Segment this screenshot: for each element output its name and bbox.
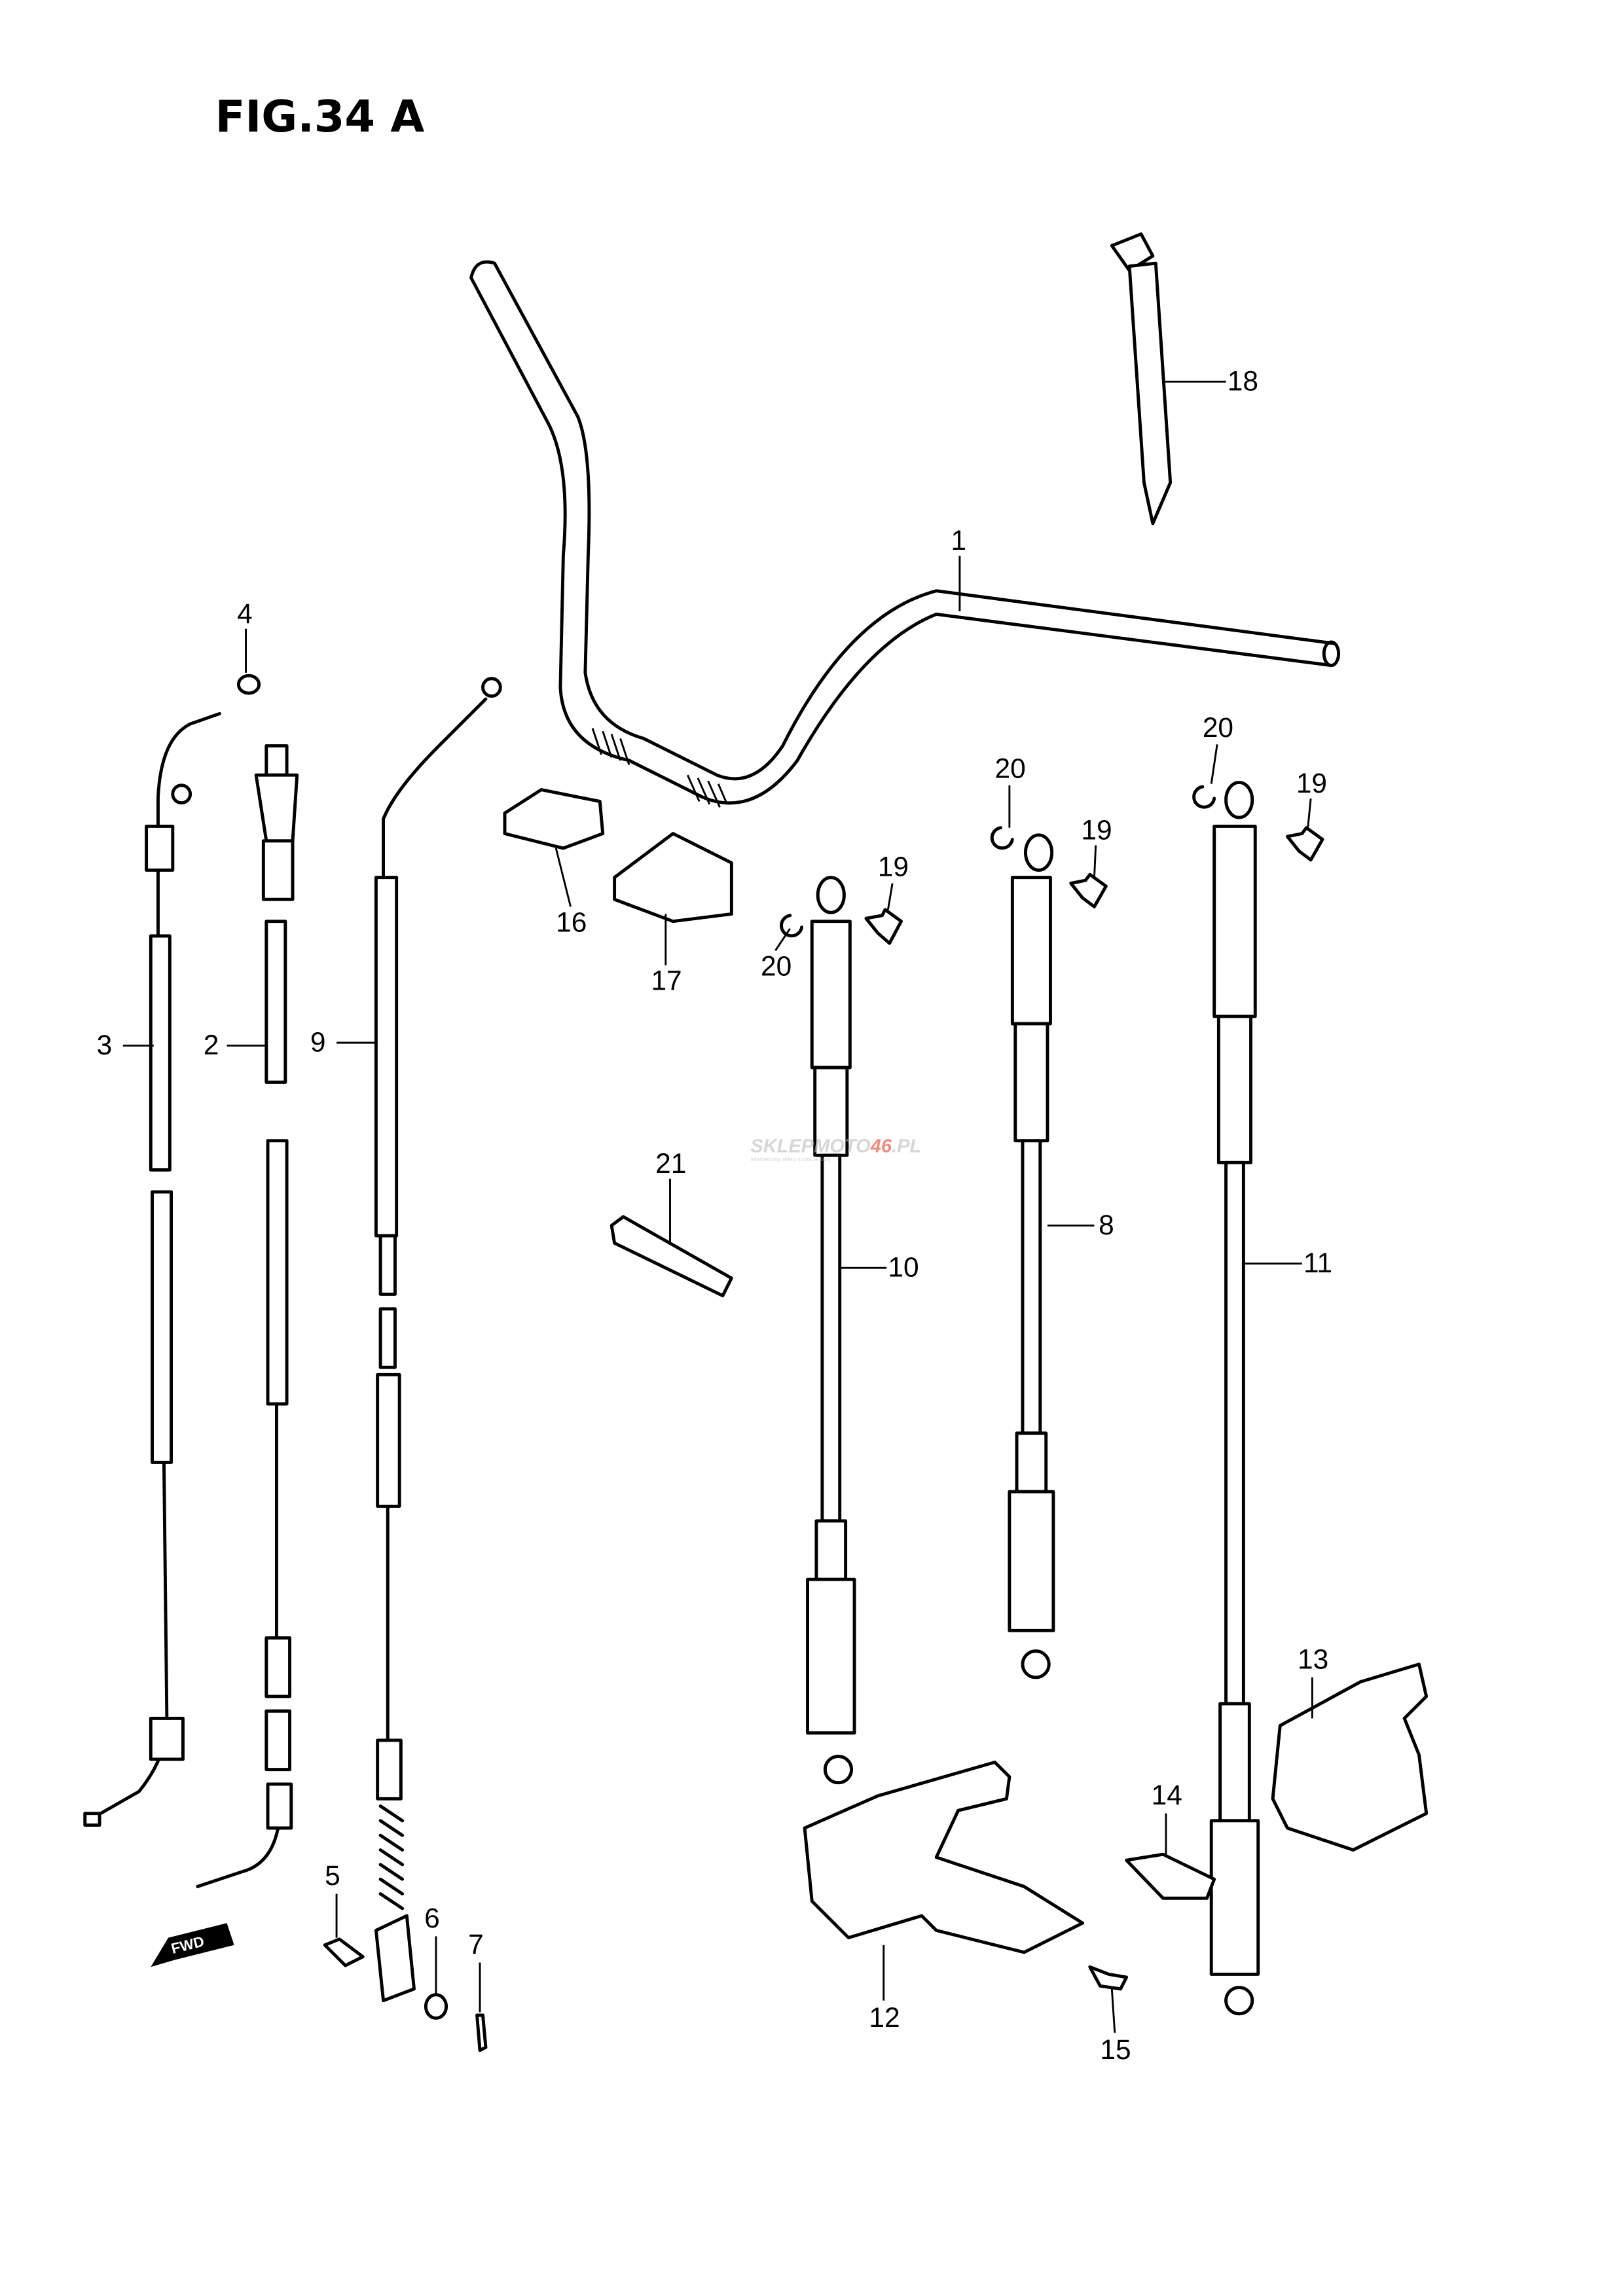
callout-numbers: 1 2 3 4 5 6 7 8 9 10 11 12 13 14 15 16 1… xyxy=(97,366,1332,2065)
pins-19 xyxy=(864,826,1324,945)
callout-11: 11 xyxy=(1303,1247,1332,1278)
cable-2 xyxy=(196,744,299,1888)
cable-8 xyxy=(1008,833,1055,1679)
bolt-5 xyxy=(323,1937,365,1967)
callout-16: 16 xyxy=(556,906,587,937)
callout-20: 20 xyxy=(995,753,1026,784)
callout-3: 3 xyxy=(97,1030,113,1060)
callout-20: 20 xyxy=(1203,712,1233,743)
svg-text:internetowy sklep motocyklowy: internetowy sklep motocyklowy xyxy=(750,1156,831,1162)
handlebar xyxy=(469,260,1341,808)
washer-6 xyxy=(424,1993,448,2020)
cable-tie xyxy=(1110,232,1173,526)
callout-20: 20 xyxy=(761,950,792,981)
callout-14: 14 xyxy=(1152,1780,1182,1810)
callout-2: 2 xyxy=(204,1030,219,1060)
callout-19: 19 xyxy=(1296,768,1327,798)
forward-arrow-icon: FWD xyxy=(151,1923,234,1967)
guide-21 xyxy=(610,1215,733,1298)
callout-17: 17 xyxy=(651,965,682,996)
figure-title: FIG.34 A xyxy=(215,91,425,142)
watermark-logo: SKLEPMOTO46.PL internetowy sklep motocyk… xyxy=(750,1136,921,1162)
bolt-15 xyxy=(1088,1965,1129,1991)
callout-6: 6 xyxy=(424,1903,440,1933)
callout-13: 13 xyxy=(1298,1643,1328,1674)
callout-15: 15 xyxy=(1100,2034,1131,2065)
callout-5: 5 xyxy=(325,1860,340,1891)
callout-7: 7 xyxy=(468,1929,484,1960)
clip-14 xyxy=(1125,1852,1216,1900)
callout-12: 12 xyxy=(869,2002,900,2033)
bracket-17 xyxy=(613,832,733,924)
callout-4: 4 xyxy=(237,598,253,629)
callout-21: 21 xyxy=(655,1148,686,1179)
leader-lines xyxy=(122,380,1313,2033)
clips-20 xyxy=(780,785,1216,938)
nut-4 xyxy=(236,673,261,695)
callout-18: 18 xyxy=(1228,366,1258,397)
cable-3 xyxy=(83,711,221,1827)
cable-11 xyxy=(1209,780,1260,2016)
callout-19: 19 xyxy=(878,851,909,882)
pin-7 xyxy=(475,2013,488,2053)
cable-9 xyxy=(374,677,502,2003)
callout-10: 10 xyxy=(888,1252,919,1283)
callout-1: 1 xyxy=(951,525,967,556)
cable-10 xyxy=(806,876,856,1785)
svg-text:SKLEPMOTO46.PL: SKLEPMOTO46.PL xyxy=(750,1136,921,1157)
bracket-13 xyxy=(1271,1662,1429,1852)
bracket-12 xyxy=(803,1760,1085,1954)
callout-19: 19 xyxy=(1081,815,1112,846)
callout-8: 8 xyxy=(1099,1210,1114,1240)
callout-9: 9 xyxy=(310,1027,326,1058)
bracket-16 xyxy=(503,788,605,850)
